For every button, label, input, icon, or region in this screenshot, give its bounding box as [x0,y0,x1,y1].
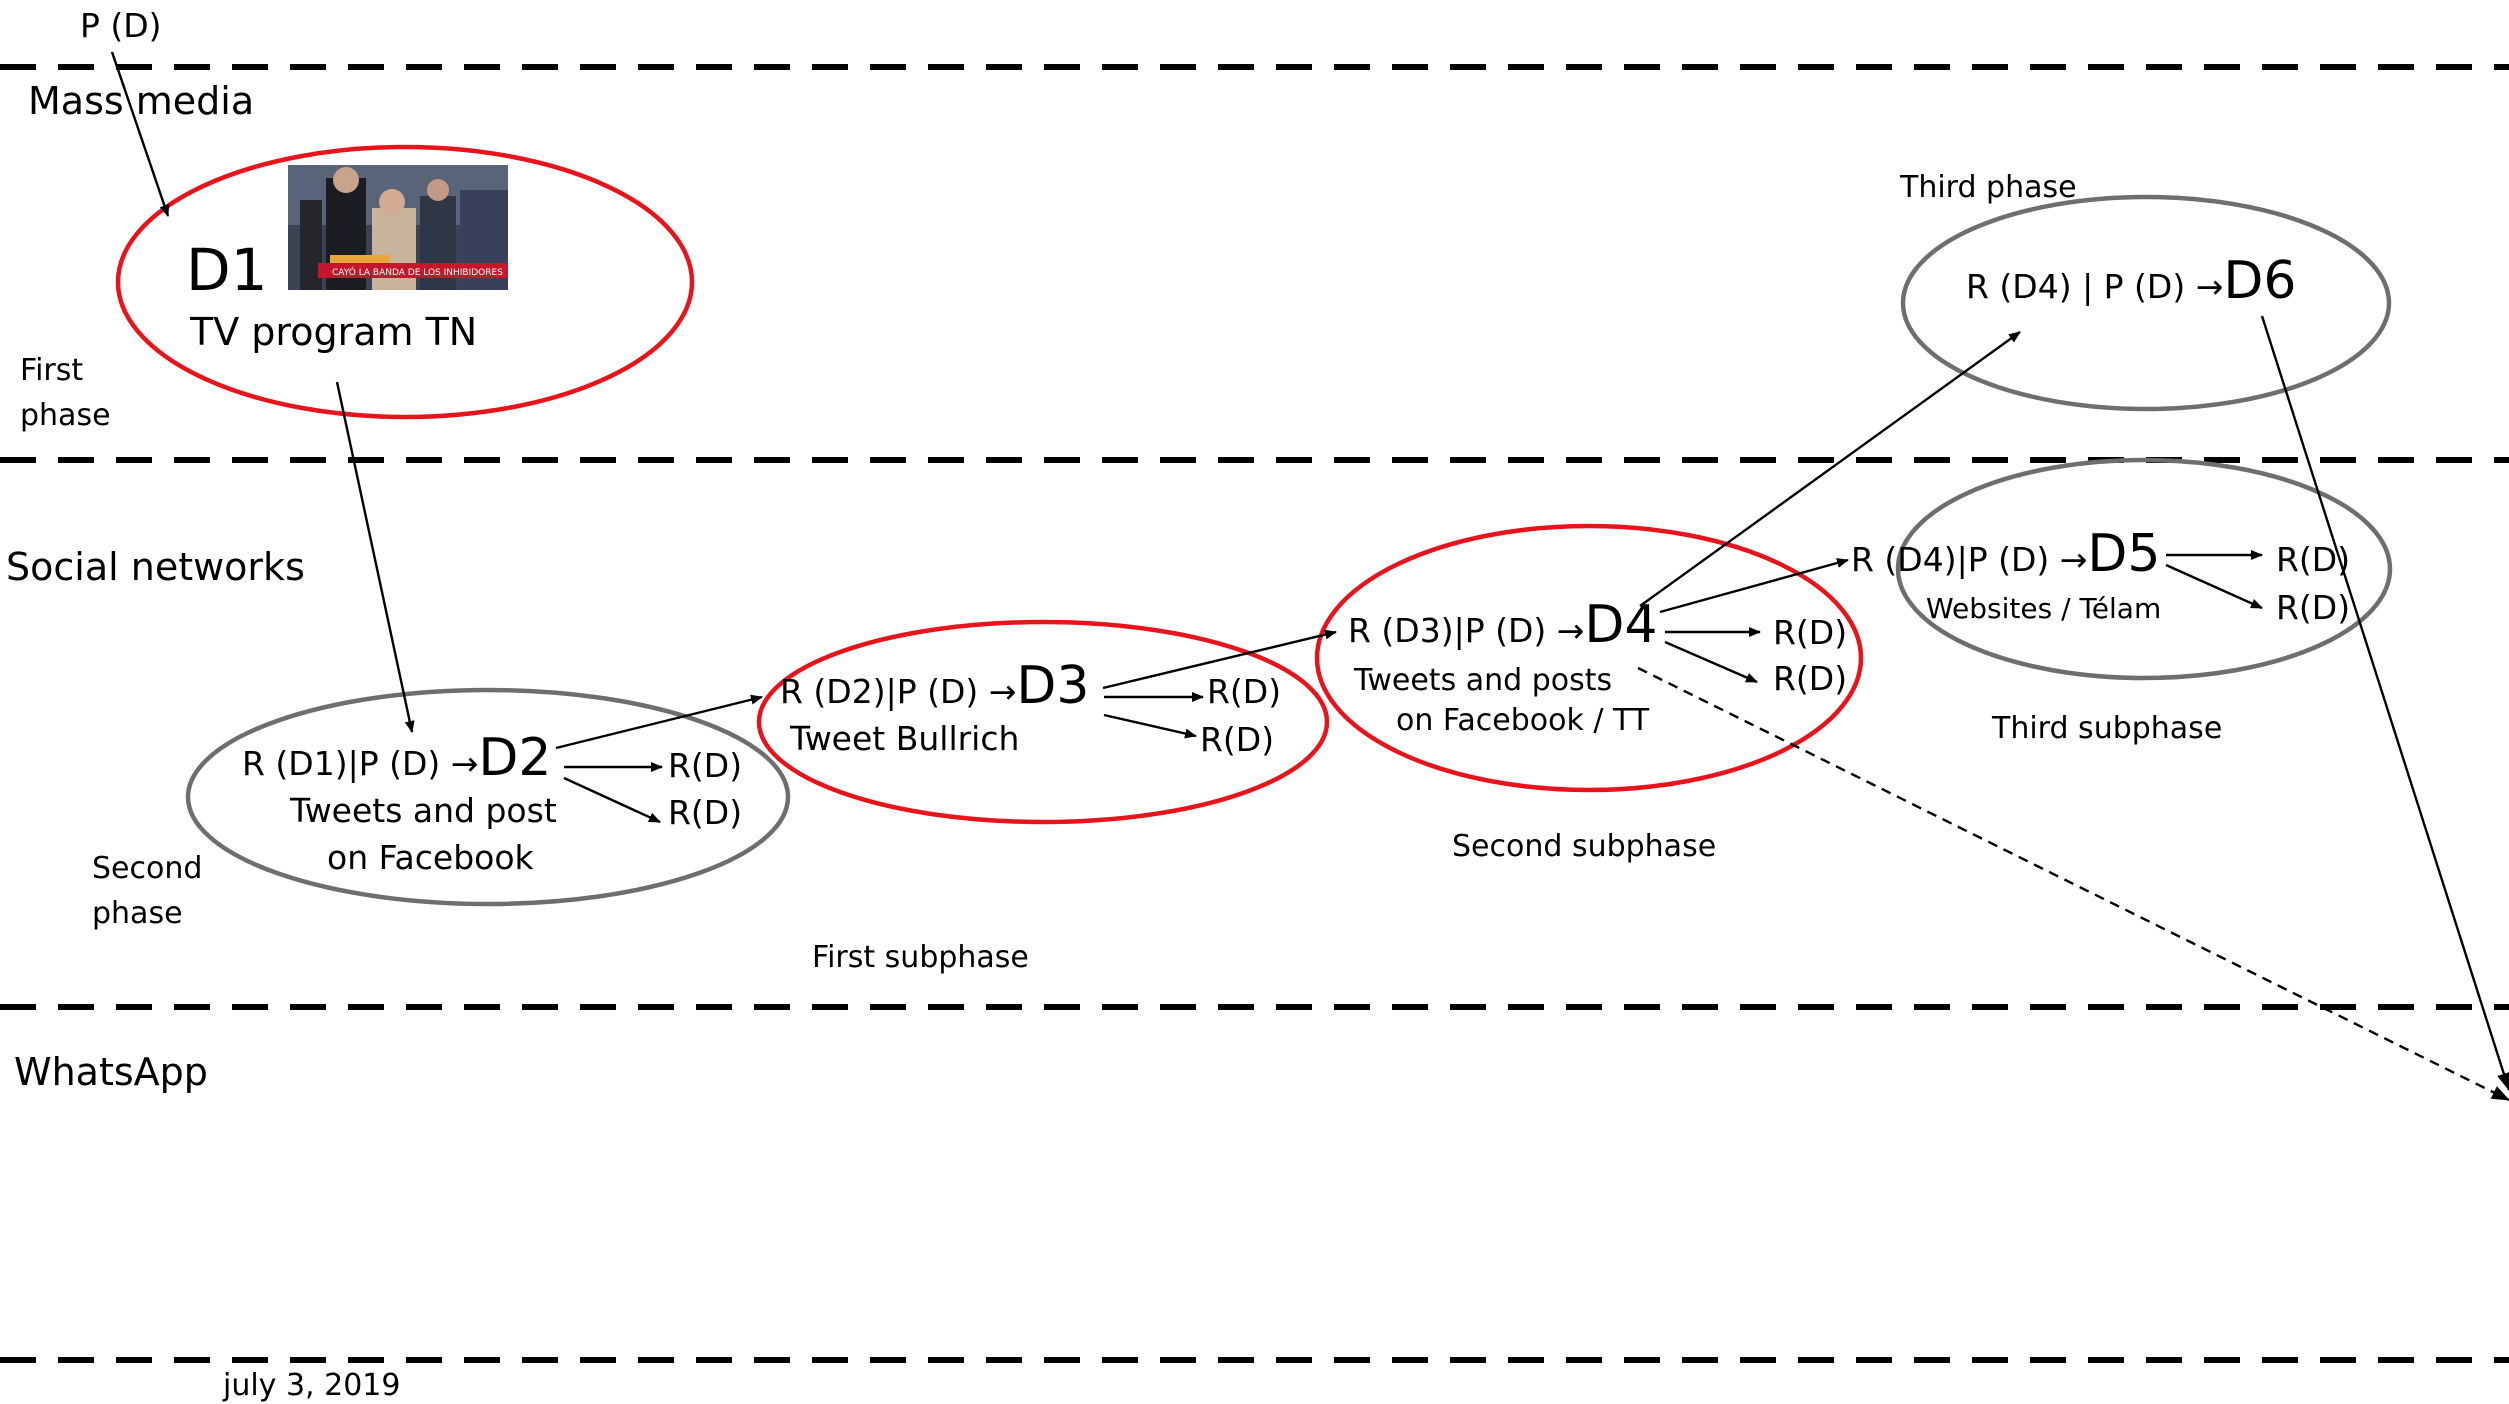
d1-ellipse [115,144,695,420]
d4-reaction: R(D) [1773,659,1847,698]
d3-caption: Tweet Bullrich [789,719,1019,758]
d3-reaction: R(D) [1207,672,1281,711]
d4-caption-line2: on Facebook / TT [1396,703,1650,738]
arrow-d1-to-d2 [335,381,415,733]
d2-id: D2 [478,728,551,788]
d4-formula: R (D3)|P (D) →D4 [1348,595,1658,655]
d5-ellipse [1895,457,2393,681]
third-subphase-label: Third subphase [1991,711,2222,746]
arrow-d3-reaction [1103,713,1197,739]
d5-formula: R (D4)|P (D) →D5 [1851,524,2161,584]
thumbnail-caption: CAYÓ LA BANDA DE LOS INHIBIDORES [332,266,503,278]
dashed-arrow-d4-to-whatsapp [1637,666,2509,1102]
arrow-d2-to-d3 [555,694,763,750]
date-label: july 3, 2019 [222,1368,400,1403]
arrow-d4-to-d6 [1639,331,2021,607]
d4-id: D4 [1584,595,1657,655]
d1-id: D1 [186,236,268,304]
d3-reaction: R(D) [1200,720,1274,759]
d2-reaction: R(D) [668,746,742,785]
arrow-d4-reaction [1664,640,1758,684]
d2-caption-line2: on Facebook [327,838,535,877]
d5-reaction: R(D) [2276,540,2350,579]
d2-formula-text: R (D1)|P (D) → [242,744,478,783]
lane-label-whatsapp: WhatsApp [14,1050,208,1094]
d6-formula: R (D4) | P (D) →D6 [1966,251,2297,311]
d3-formula-text: R (D2)|P (D) → [780,672,1016,711]
d4-ellipse [1314,523,1864,793]
arrow-d5-reaction [2165,563,2263,610]
third-phase-label: Third phase [1899,170,2077,205]
d5-formula-text: R (D4)|P (D) → [1851,540,2087,579]
top-label: P (D) [80,6,162,45]
arrow-p-to-d1 [110,51,170,217]
d6-id: D6 [2223,251,2296,311]
first-phase-label-line2: phase [20,398,111,433]
arrow-d4-to-d5 [1659,558,1849,614]
d2-ellipse [185,687,791,907]
arrow-d2-reaction [563,776,661,824]
lane-label-mass-media: Mass media [28,79,254,123]
d5-caption: Websites / Télam [1926,592,2161,625]
d1-caption: TV program TN [189,310,477,354]
second-phase-label-line1: Second [92,851,202,886]
d3-formula: R (D2)|P (D) →D3 [780,656,1090,716]
lane-label-social-networks: Social networks [6,545,305,589]
d6-ellipse [1900,194,2392,412]
arrow-d3-to-d4 [1102,629,1337,690]
first-phase-label-line1: First [20,353,83,388]
d2-formula: R (D1)|P (D) →D2 [242,728,552,788]
d5-reaction: R(D) [2276,588,2350,627]
tv-program-thumbnail: CAYÓ LA BANDA DE LOS INHIBIDORES [288,165,508,290]
d4-formula-text: R (D3)|P (D) → [1348,611,1584,650]
second-subphase-label: Second subphase [1452,829,1716,864]
d4-reaction: R(D) [1773,613,1847,652]
second-phase-label-line2: phase [92,896,183,931]
first-subphase-label: First subphase [812,940,1029,975]
d3-id: D3 [1016,656,1089,716]
d4-caption-line1: Tweets and posts [1353,663,1612,698]
d6-formula-text: R (D4) | P (D) → [1966,267,2223,306]
d2-caption-line1: Tweets and post [289,791,557,830]
arrow-d6-to-whatsapp [2260,315,2509,1091]
d5-id: D5 [2087,524,2160,584]
d3-ellipse [756,619,1330,825]
d2-reaction: R(D) [668,793,742,832]
